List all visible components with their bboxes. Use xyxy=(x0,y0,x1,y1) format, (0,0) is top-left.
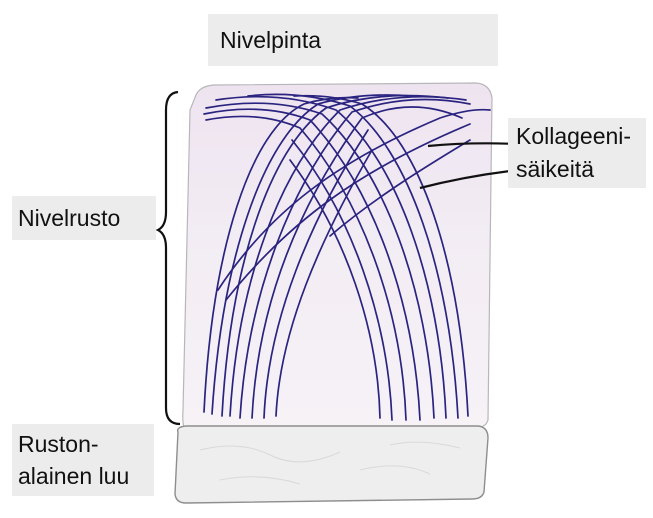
label-subchondral-bone: Ruston- alainen luu xyxy=(12,424,154,496)
subchondral-bone-region xyxy=(175,426,488,503)
label-articular-surface: Nivelpinta xyxy=(208,14,498,66)
label-collagen-fibers: Kollageeni- säikeitä xyxy=(508,118,646,188)
label-articular-cartilage: Nivelrusto xyxy=(12,196,156,240)
cartilage-brace xyxy=(158,92,180,424)
